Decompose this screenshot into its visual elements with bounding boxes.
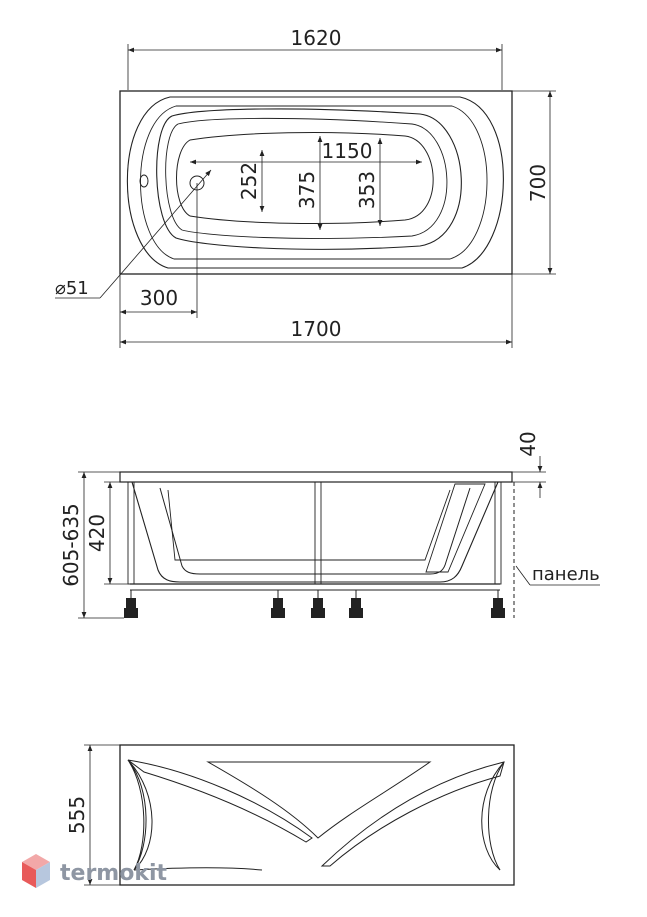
leg-3 (491, 481, 505, 618)
dim-bottom-width-narrow: 252 (237, 162, 261, 200)
rim-contour (126, 96, 504, 269)
rim (119, 471, 513, 483)
dim-overall-length: 1700 (291, 317, 342, 341)
dim-leg-height: 420 (85, 514, 109, 552)
tub-body (131, 481, 499, 583)
leg-1 (124, 481, 138, 618)
panel-frame (119, 744, 515, 886)
leg-5 (349, 598, 363, 618)
panel-center-triangle (206, 761, 432, 839)
panel-left-wing (127, 759, 313, 843)
overflow-hole (139, 174, 149, 188)
dim-drain-diameter: ⌀51 (55, 278, 89, 299)
bowl-contour (156, 108, 462, 250)
side-view: панель 40 605-635 420 (59, 431, 600, 619)
dim-bottom-width-wide: 353 (355, 171, 379, 209)
panel-label: панель (532, 564, 600, 585)
leg-2 (311, 481, 325, 618)
bowl-bottom (176, 132, 434, 224)
dim-bottom-length: 1150 (322, 139, 373, 163)
dim-width: 700 (526, 164, 550, 202)
panel-lower-curve (133, 867, 263, 871)
termokit-logo-icon (22, 854, 50, 888)
dim-rim-thickness: 40 (516, 431, 540, 456)
dim-total-height: 605-635 (59, 503, 83, 587)
watermark-text: termokit (60, 861, 167, 886)
watermark: termokit (22, 854, 167, 888)
reinforcement-rib (425, 483, 486, 573)
panel-right-wing (320, 761, 505, 867)
bowl-slope (165, 117, 448, 239)
tub-outline (119, 90, 513, 275)
dim-drain-offset: 300 (140, 286, 178, 310)
leg-4 (271, 598, 285, 618)
rim-inner-contour (140, 105, 488, 260)
dim-bottom-width-mid: 375 (295, 171, 319, 209)
front-panel: 555 (65, 744, 515, 886)
top-view: 1620 700 1700 300 ⌀51 1150 252 375 353 (55, 26, 556, 348)
dim-inner-length: 1620 (291, 26, 342, 50)
dim-panel-height: 555 (65, 796, 89, 834)
panel-left-petal (127, 759, 147, 871)
tub-bottom-cavity (167, 489, 451, 561)
panel-right-petal (487, 761, 505, 871)
